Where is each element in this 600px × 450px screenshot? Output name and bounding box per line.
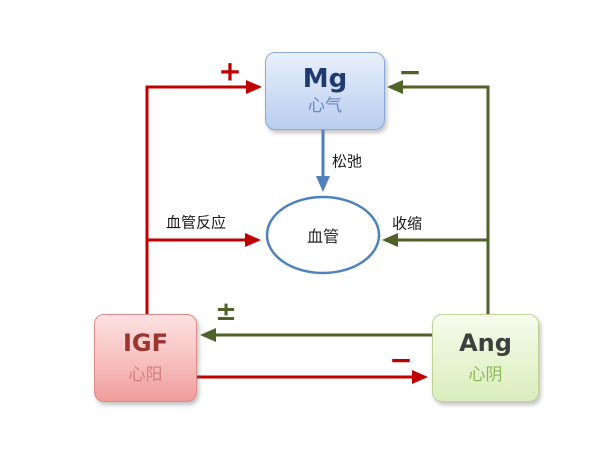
node-mg-subtitle: 心气 bbox=[308, 96, 342, 117]
node-ang-subtitle: 心阴 bbox=[468, 365, 503, 386]
arrow-ang-to-mg bbox=[387, 80, 490, 316]
edge-label-relax: 松弛 bbox=[331, 152, 363, 171]
node-igf: IGF 心阳 bbox=[94, 314, 197, 402]
sign-plus-igf-mg: + bbox=[218, 54, 242, 88]
arrow-igf-to-mg bbox=[145, 80, 262, 316]
node-mg: Mg 心气 bbox=[265, 52, 385, 130]
node-ang: Ang 心阴 bbox=[432, 314, 539, 402]
sign-minus-ang-mg: − bbox=[398, 55, 422, 89]
node-igf-title: IGF bbox=[122, 328, 169, 357]
node-ang-title: Ang bbox=[459, 328, 512, 357]
edge-label-constrict: 收缩 bbox=[391, 214, 423, 233]
vessel-ellipse bbox=[265, 195, 381, 275]
sign-minus-igf-ang: − bbox=[389, 343, 413, 377]
edge-label-vascular-reaction: 血管反应 bbox=[165, 213, 227, 232]
sign-plusminus-ang-igf: ± bbox=[215, 297, 237, 327]
node-mg-title: Mg bbox=[302, 63, 348, 94]
node-igf-subtitle: 心阳 bbox=[128, 365, 163, 386]
vessel-label: 血管 bbox=[306, 227, 340, 246]
